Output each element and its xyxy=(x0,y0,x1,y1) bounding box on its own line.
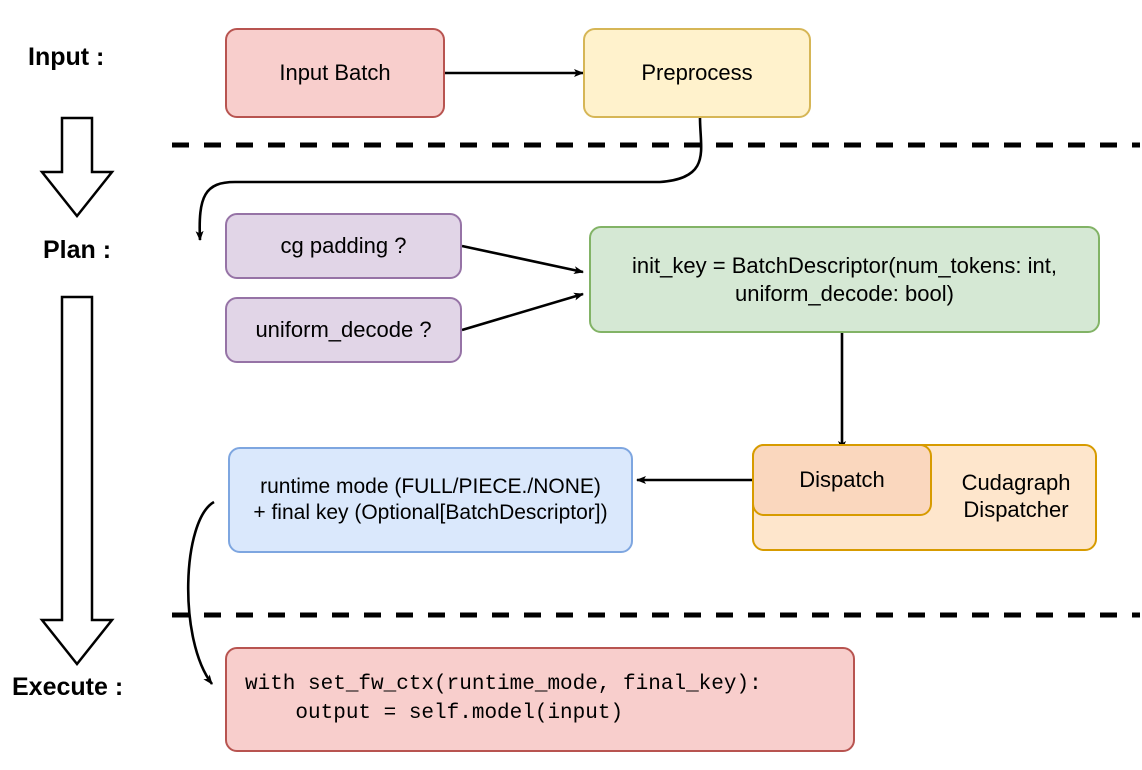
node-execute-code[interactable]: with set_fw_ctx(runtime_mode, final_key)… xyxy=(225,647,855,752)
node-preprocess-label: Preprocess xyxy=(641,60,753,86)
node-uniform-decode-label: uniform_decode ? xyxy=(255,317,432,343)
node-cg-padding[interactable]: cg padding ? xyxy=(225,213,462,279)
node-cg-padding-label: cg padding ? xyxy=(280,233,407,259)
node-preprocess[interactable]: Preprocess xyxy=(583,28,811,118)
edge-cg-padding-to-init-key xyxy=(461,244,584,275)
input-to-plan-block-arrow xyxy=(39,116,115,219)
stage-label-input: Input : xyxy=(28,43,105,71)
plan-to-execute-block-arrow xyxy=(39,295,115,667)
node-dispatch-label: Dispatch xyxy=(799,467,885,493)
node-init-key-label: init_key = BatchDescriptor(num_tokens: i… xyxy=(632,253,1057,306)
node-input-batch[interactable]: Input Batch xyxy=(225,28,445,118)
node-runtime-mode-label: runtime mode (FULL/PIECE./NONE) + final … xyxy=(253,474,608,524)
node-input-batch-label: Input Batch xyxy=(279,60,391,86)
node-cudagraph-dispatcher-label: Cudagraph Dispatcher xyxy=(961,469,1071,523)
node-runtime-mode[interactable]: runtime mode (FULL/PIECE./NONE) + final … xyxy=(228,447,633,553)
edge-uniform-decode-to-init-key xyxy=(461,292,584,332)
stage-label-execute: Execute : xyxy=(12,673,124,701)
node-init-key[interactable]: init_key = BatchDescriptor(num_tokens: i… xyxy=(589,226,1100,333)
node-dispatch[interactable]: Dispatch xyxy=(752,444,932,516)
node-uniform-decode[interactable]: uniform_decode ? xyxy=(225,297,462,363)
edge-runtime-mode-to-execute-code xyxy=(186,500,215,685)
stage-label-plan: Plan : xyxy=(43,236,112,264)
node-execute-code-label: with set_fw_ctx(runtime_mode, final_key)… xyxy=(245,673,762,725)
